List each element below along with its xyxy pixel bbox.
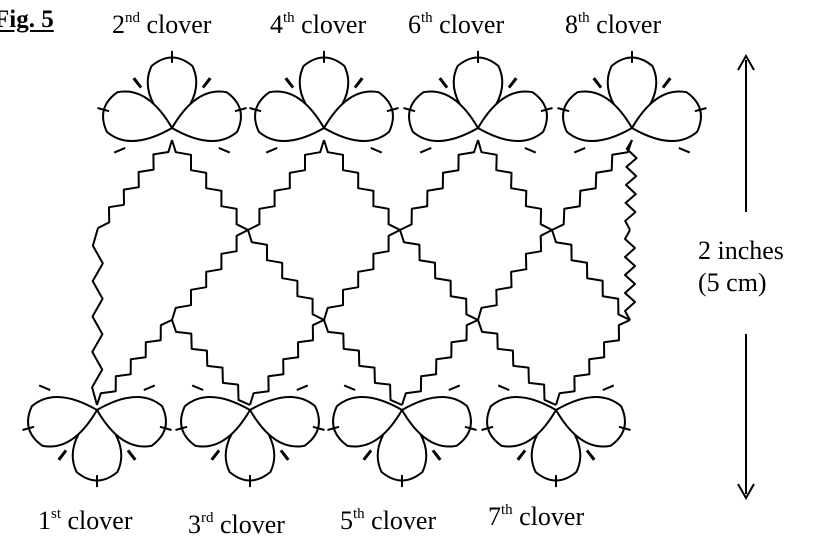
picot-mark (175, 425, 188, 431)
chain-segment (624, 229, 636, 321)
picot-mark (448, 384, 461, 392)
clover-label-7: 7th clover (488, 502, 585, 531)
chain-segment (399, 229, 479, 321)
dimension-arrow (737, 53, 755, 501)
picot-mark (38, 384, 51, 392)
picot-mark (133, 77, 143, 89)
chain-segment (323, 319, 403, 406)
chain-segment (399, 139, 479, 231)
clover-6 (408, 56, 548, 142)
chain-segment (323, 229, 401, 321)
picot-mark (694, 107, 707, 113)
picot-mark (557, 107, 570, 113)
chain-segment (171, 319, 251, 406)
chain-segment (171, 139, 249, 231)
picot-mark (419, 146, 432, 154)
chain-segment (249, 319, 325, 406)
chain-mesh (91, 139, 638, 406)
chain-segment (96, 319, 173, 406)
clover-label-5: 5th clover (340, 506, 437, 535)
picot-mark (370, 146, 383, 154)
dimension-label-cm: (5 cm) (698, 268, 767, 297)
picot-mark (218, 146, 231, 154)
picot-mark (279, 450, 289, 461)
chain-segment (91, 227, 104, 406)
chain-segment (171, 229, 249, 321)
picot-mark (113, 146, 126, 154)
clover-label-2: 2nd clover (112, 10, 212, 39)
chain-segment (401, 319, 479, 406)
chain-segment (624, 139, 638, 231)
picot-mark (249, 107, 262, 113)
clover-label-1: 1st clover (38, 506, 133, 535)
picot-mark (524, 146, 537, 154)
chain-segment (477, 319, 557, 406)
picot-mark (191, 384, 204, 392)
picot-mark (386, 107, 399, 113)
clover-5 (332, 396, 472, 482)
picot-mark (327, 425, 340, 431)
chain-segment (477, 229, 553, 321)
picot-mark (593, 77, 603, 89)
picot-mark (439, 77, 449, 89)
dimension-label-inches: 2 inches (698, 236, 784, 265)
picot-mark (143, 384, 156, 392)
picot-mark (497, 384, 510, 392)
picot-mark (618, 425, 631, 431)
chain-segment (97, 139, 173, 229)
clover-1 (27, 396, 167, 482)
picot-mark (265, 146, 278, 154)
arrowhead-up (737, 53, 755, 71)
picot-mark (517, 450, 527, 461)
picot-mark (464, 425, 477, 431)
clover-label-6: 6th clover (408, 10, 505, 39)
picot-group (22, 50, 707, 488)
picot-mark (353, 77, 363, 89)
chain-segment (551, 139, 633, 231)
chain-segment (247, 139, 325, 231)
picot-mark (343, 384, 356, 392)
figure-label: Fig. 5 (0, 6, 54, 33)
chain-segment (555, 319, 631, 406)
picot-mark (312, 425, 325, 431)
clover-4 (254, 56, 394, 142)
chain-segment (551, 229, 631, 321)
chain-segment (323, 139, 401, 231)
picot-mark (507, 77, 517, 89)
picot-mark (97, 107, 110, 113)
clover-2 (102, 56, 242, 142)
picot-mark (201, 77, 211, 89)
picot-mark (363, 450, 373, 461)
picot-mark (481, 425, 494, 431)
clover-label-4: 4th clover (270, 10, 367, 39)
picot-mark (602, 384, 615, 392)
clover-8 (562, 56, 702, 142)
picot-mark (159, 425, 172, 431)
clover-label-3: 3rd clover (188, 510, 285, 539)
chain-segment (247, 229, 325, 321)
clover-7 (486, 396, 626, 482)
picot-mark (234, 107, 247, 113)
picot-mark (22, 425, 35, 431)
clover-group (27, 56, 702, 482)
clover-3 (180, 396, 320, 482)
picot-mark (403, 107, 416, 113)
chain-segment (477, 139, 553, 231)
picot-mark (296, 384, 309, 392)
picot-mark (211, 450, 221, 461)
clover-label-8: 8th clover (565, 10, 662, 39)
picot-mark (285, 77, 295, 89)
arrowhead-down (737, 483, 755, 501)
picot-mark (585, 450, 595, 461)
picot-mark (540, 107, 553, 113)
picot-mark (678, 146, 691, 154)
picot-mark (126, 450, 136, 461)
picot-mark (58, 450, 68, 461)
picot-mark (661, 77, 671, 89)
picot-mark (573, 146, 586, 154)
picot-mark (431, 450, 441, 461)
